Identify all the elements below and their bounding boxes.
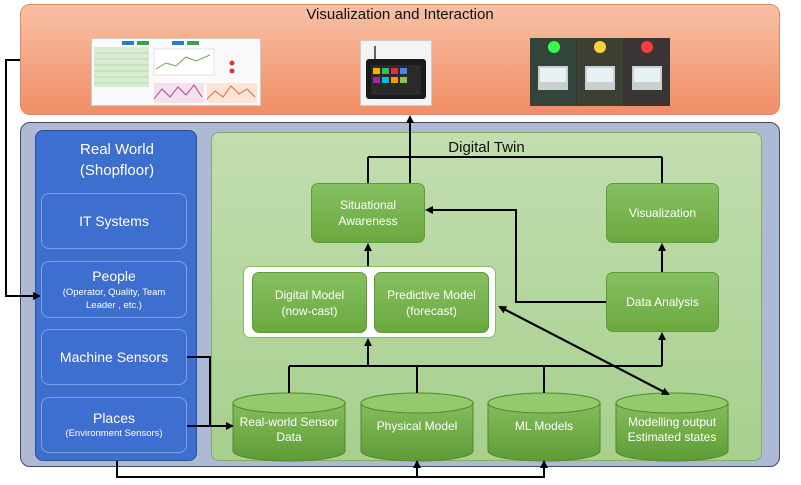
real-world-title-line1: Real World [80, 141, 154, 158]
sensor-data-line1: Real-world Sensor [239, 415, 339, 429]
visualization-title: Visualization and Interaction [306, 6, 494, 23]
ml-models-label: ML Models [514, 419, 574, 433]
modelling-output-line2: Estimated states [627, 430, 717, 444]
physical-model-label: Physical Model [376, 419, 458, 433]
tablet-screenshot [360, 40, 432, 106]
machine-sensors-label: Machine Sensors [59, 349, 169, 365]
analysis-to-awareness-arrow [425, 206, 606, 303]
sensors-to-data-arrow [187, 356, 234, 430]
sensor-data-line2: Data [276, 430, 302, 444]
dashboard-image [92, 39, 260, 105]
viz-to-people-arrow [5, 59, 41, 300]
dashboard-screenshot [91, 38, 261, 106]
digital-model-line1: Digital Model [274, 287, 345, 302]
it-systems-box: IT Systems [41, 193, 187, 249]
signal-lights-photo [530, 38, 670, 106]
places-sublabel: (Environment Sensors) [65, 428, 163, 439]
signal-lights-image [530, 38, 670, 106]
sensor-data-label: Real-world Sensor Data [233, 415, 345, 445]
modelling-output-cylinder [615, 392, 729, 462]
digital-twin-title: Digital Twin [448, 139, 525, 156]
it-systems-label: IT Systems [79, 213, 149, 229]
modelling-output-line1: Modelling output [627, 415, 717, 429]
data-analysis-box: Data Analysis [606, 272, 719, 332]
machine-sensors-box: Machine Sensors [41, 329, 187, 385]
visualization-box: Visualization [606, 183, 719, 243]
predictive-model-line2: (forecast) [406, 303, 457, 318]
situational-awareness-box: Situational Awareness [311, 183, 425, 243]
tablet-image [361, 41, 431, 105]
people-sublabel: (Operator, Quality, Team Leader , etc.) [62, 287, 166, 311]
situational-awareness-line2: Awareness [338, 214, 398, 228]
digital-model-line2: (now-cast) [281, 303, 338, 318]
situational-awareness-line1: Situational [339, 198, 397, 212]
real-world-title: Real World (Shopfloor) [36, 139, 198, 181]
predictive-model-line1: Predictive Model [387, 287, 476, 302]
digital-model-box: Digital Model (now-cast) [252, 272, 367, 333]
people-label: People [92, 268, 136, 284]
places-label: Places [92, 410, 136, 426]
people-box: People (Operator, Quality, Team Leader ,… [41, 261, 187, 318]
modelling-output-label: Modelling output Estimated states [616, 415, 728, 445]
real-world-title-line2: (Shopfloor) [79, 162, 155, 179]
predictive-model-box: Predictive Model (forecast) [374, 272, 489, 333]
sensor-data-cylinder [232, 392, 346, 462]
places-box: Places (Environment Sensors) [41, 397, 187, 453]
bottom-feedback-line [116, 460, 421, 478]
data-analysis-label: Data Analysis [626, 295, 699, 309]
visualization-label: Visualization [628, 206, 697, 220]
